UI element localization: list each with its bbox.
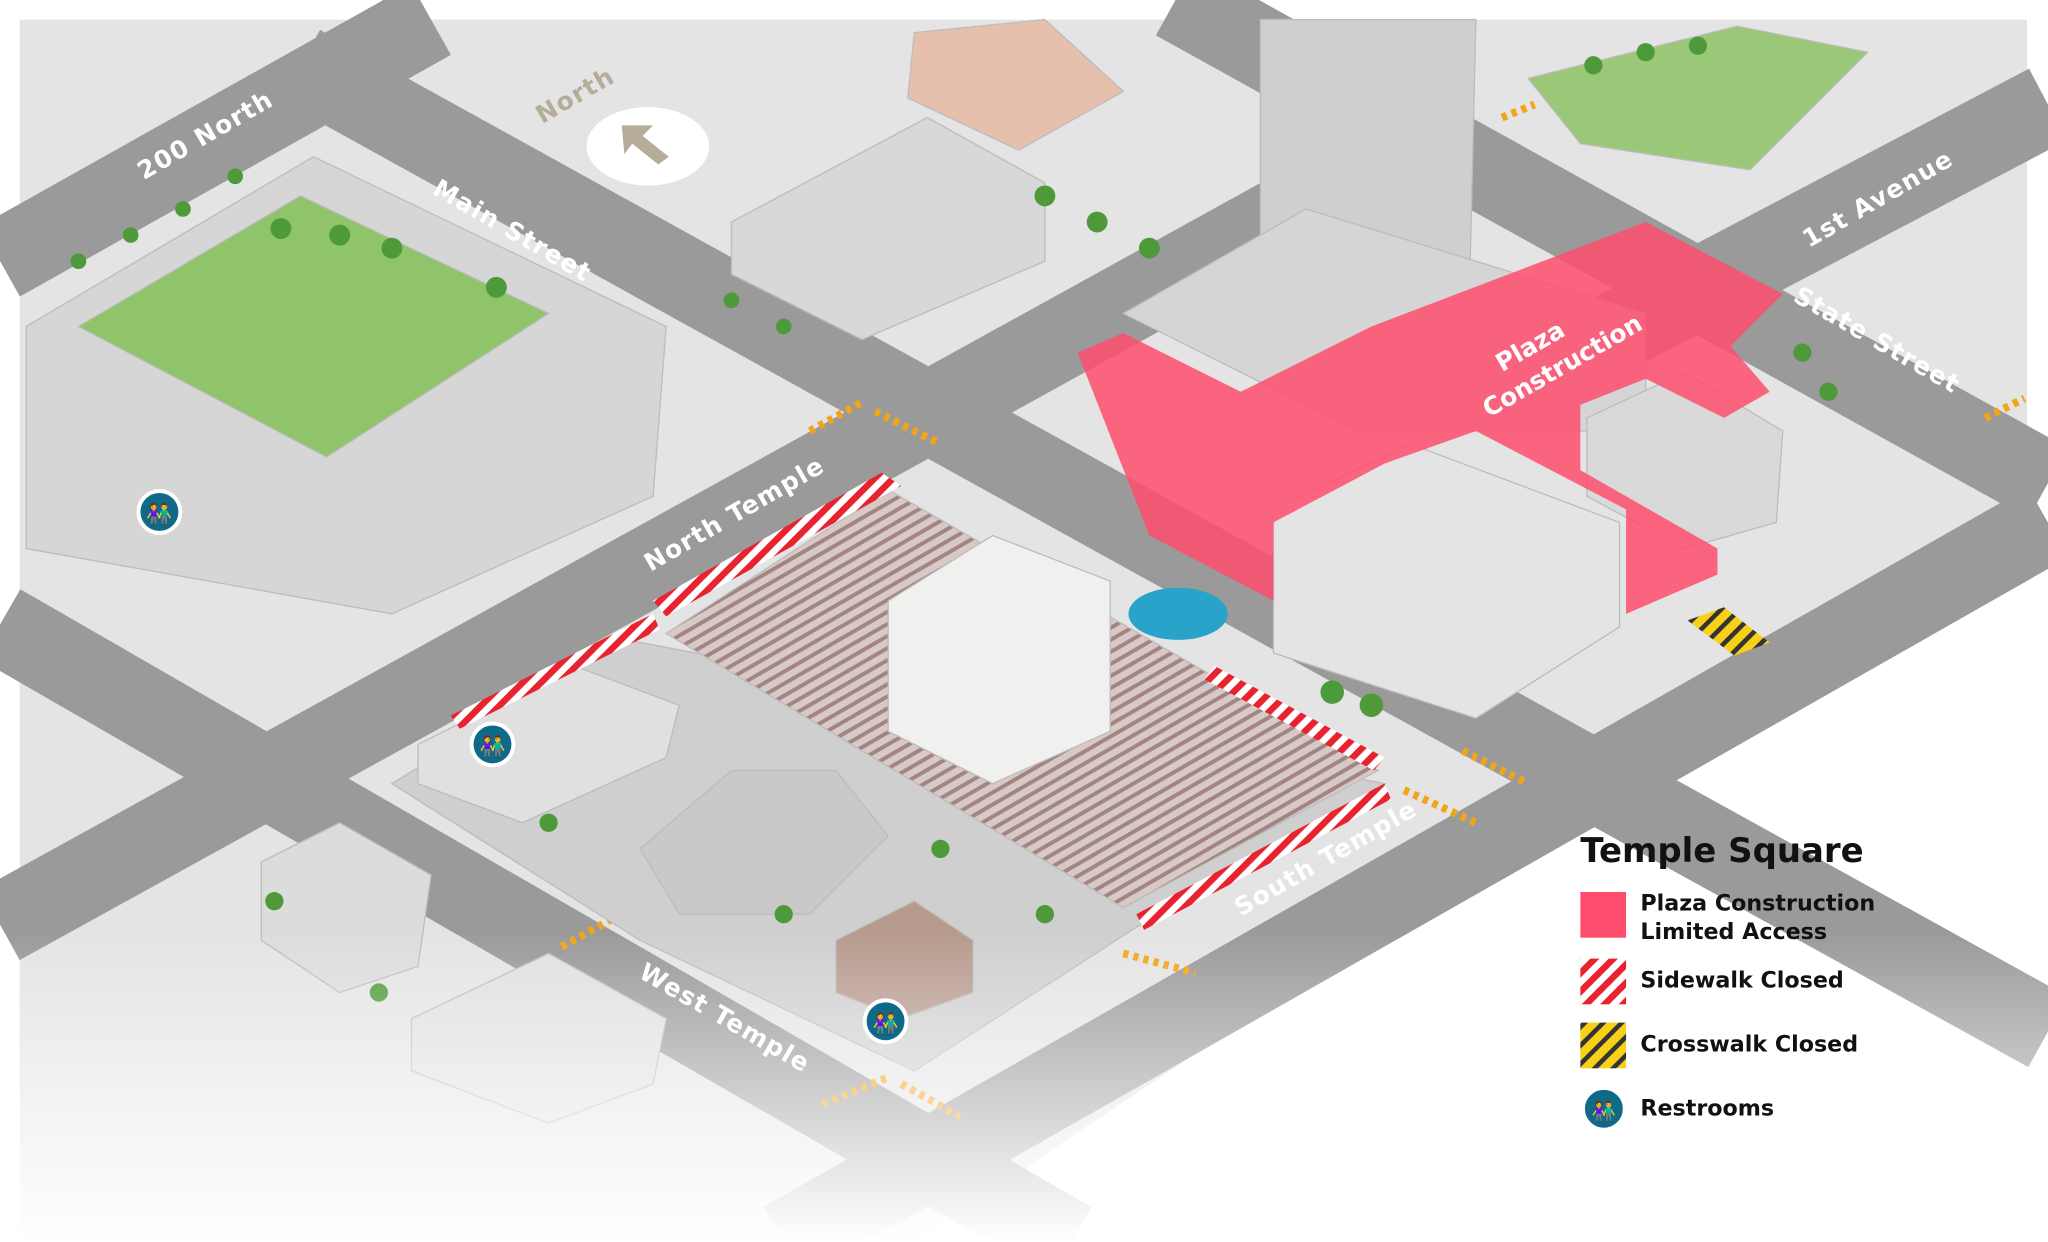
restroom-figures-icon: 👫 xyxy=(146,502,172,526)
yellow-striped-swatch xyxy=(1580,1022,1627,1069)
restroom-figures-icon: 👫 xyxy=(479,735,505,759)
legend-label: Restrooms xyxy=(1640,1095,1774,1121)
legend-label: Plaza Construction xyxy=(1640,890,1875,916)
legend-label: Sidewalk Closed xyxy=(1640,967,1843,993)
reflecting-pool xyxy=(1128,587,1228,640)
restroom-icon xyxy=(1581,1085,1627,1132)
restroom-figures-icon: 👫 xyxy=(873,1011,899,1035)
restroom-marker[interactable]: 👫 xyxy=(136,489,183,535)
north-arrow-icon xyxy=(621,125,669,165)
restroom-figures-icon: 👫 xyxy=(1592,1100,1616,1123)
pink-area-swatch xyxy=(1580,891,1627,938)
legend-title: Temple Square xyxy=(1580,831,1863,871)
legend-label: Crosswalk Closed xyxy=(1640,1031,1858,1057)
legend-label: Limited Access xyxy=(1640,919,1827,945)
restroom-marker[interactable]: 👫 xyxy=(862,998,909,1045)
legend: Temple Square Plaza Construction Limited… xyxy=(1580,831,1875,1132)
restroom-marker[interactable]: 👫 xyxy=(469,721,516,768)
red-striped-swatch xyxy=(1580,958,1627,1005)
